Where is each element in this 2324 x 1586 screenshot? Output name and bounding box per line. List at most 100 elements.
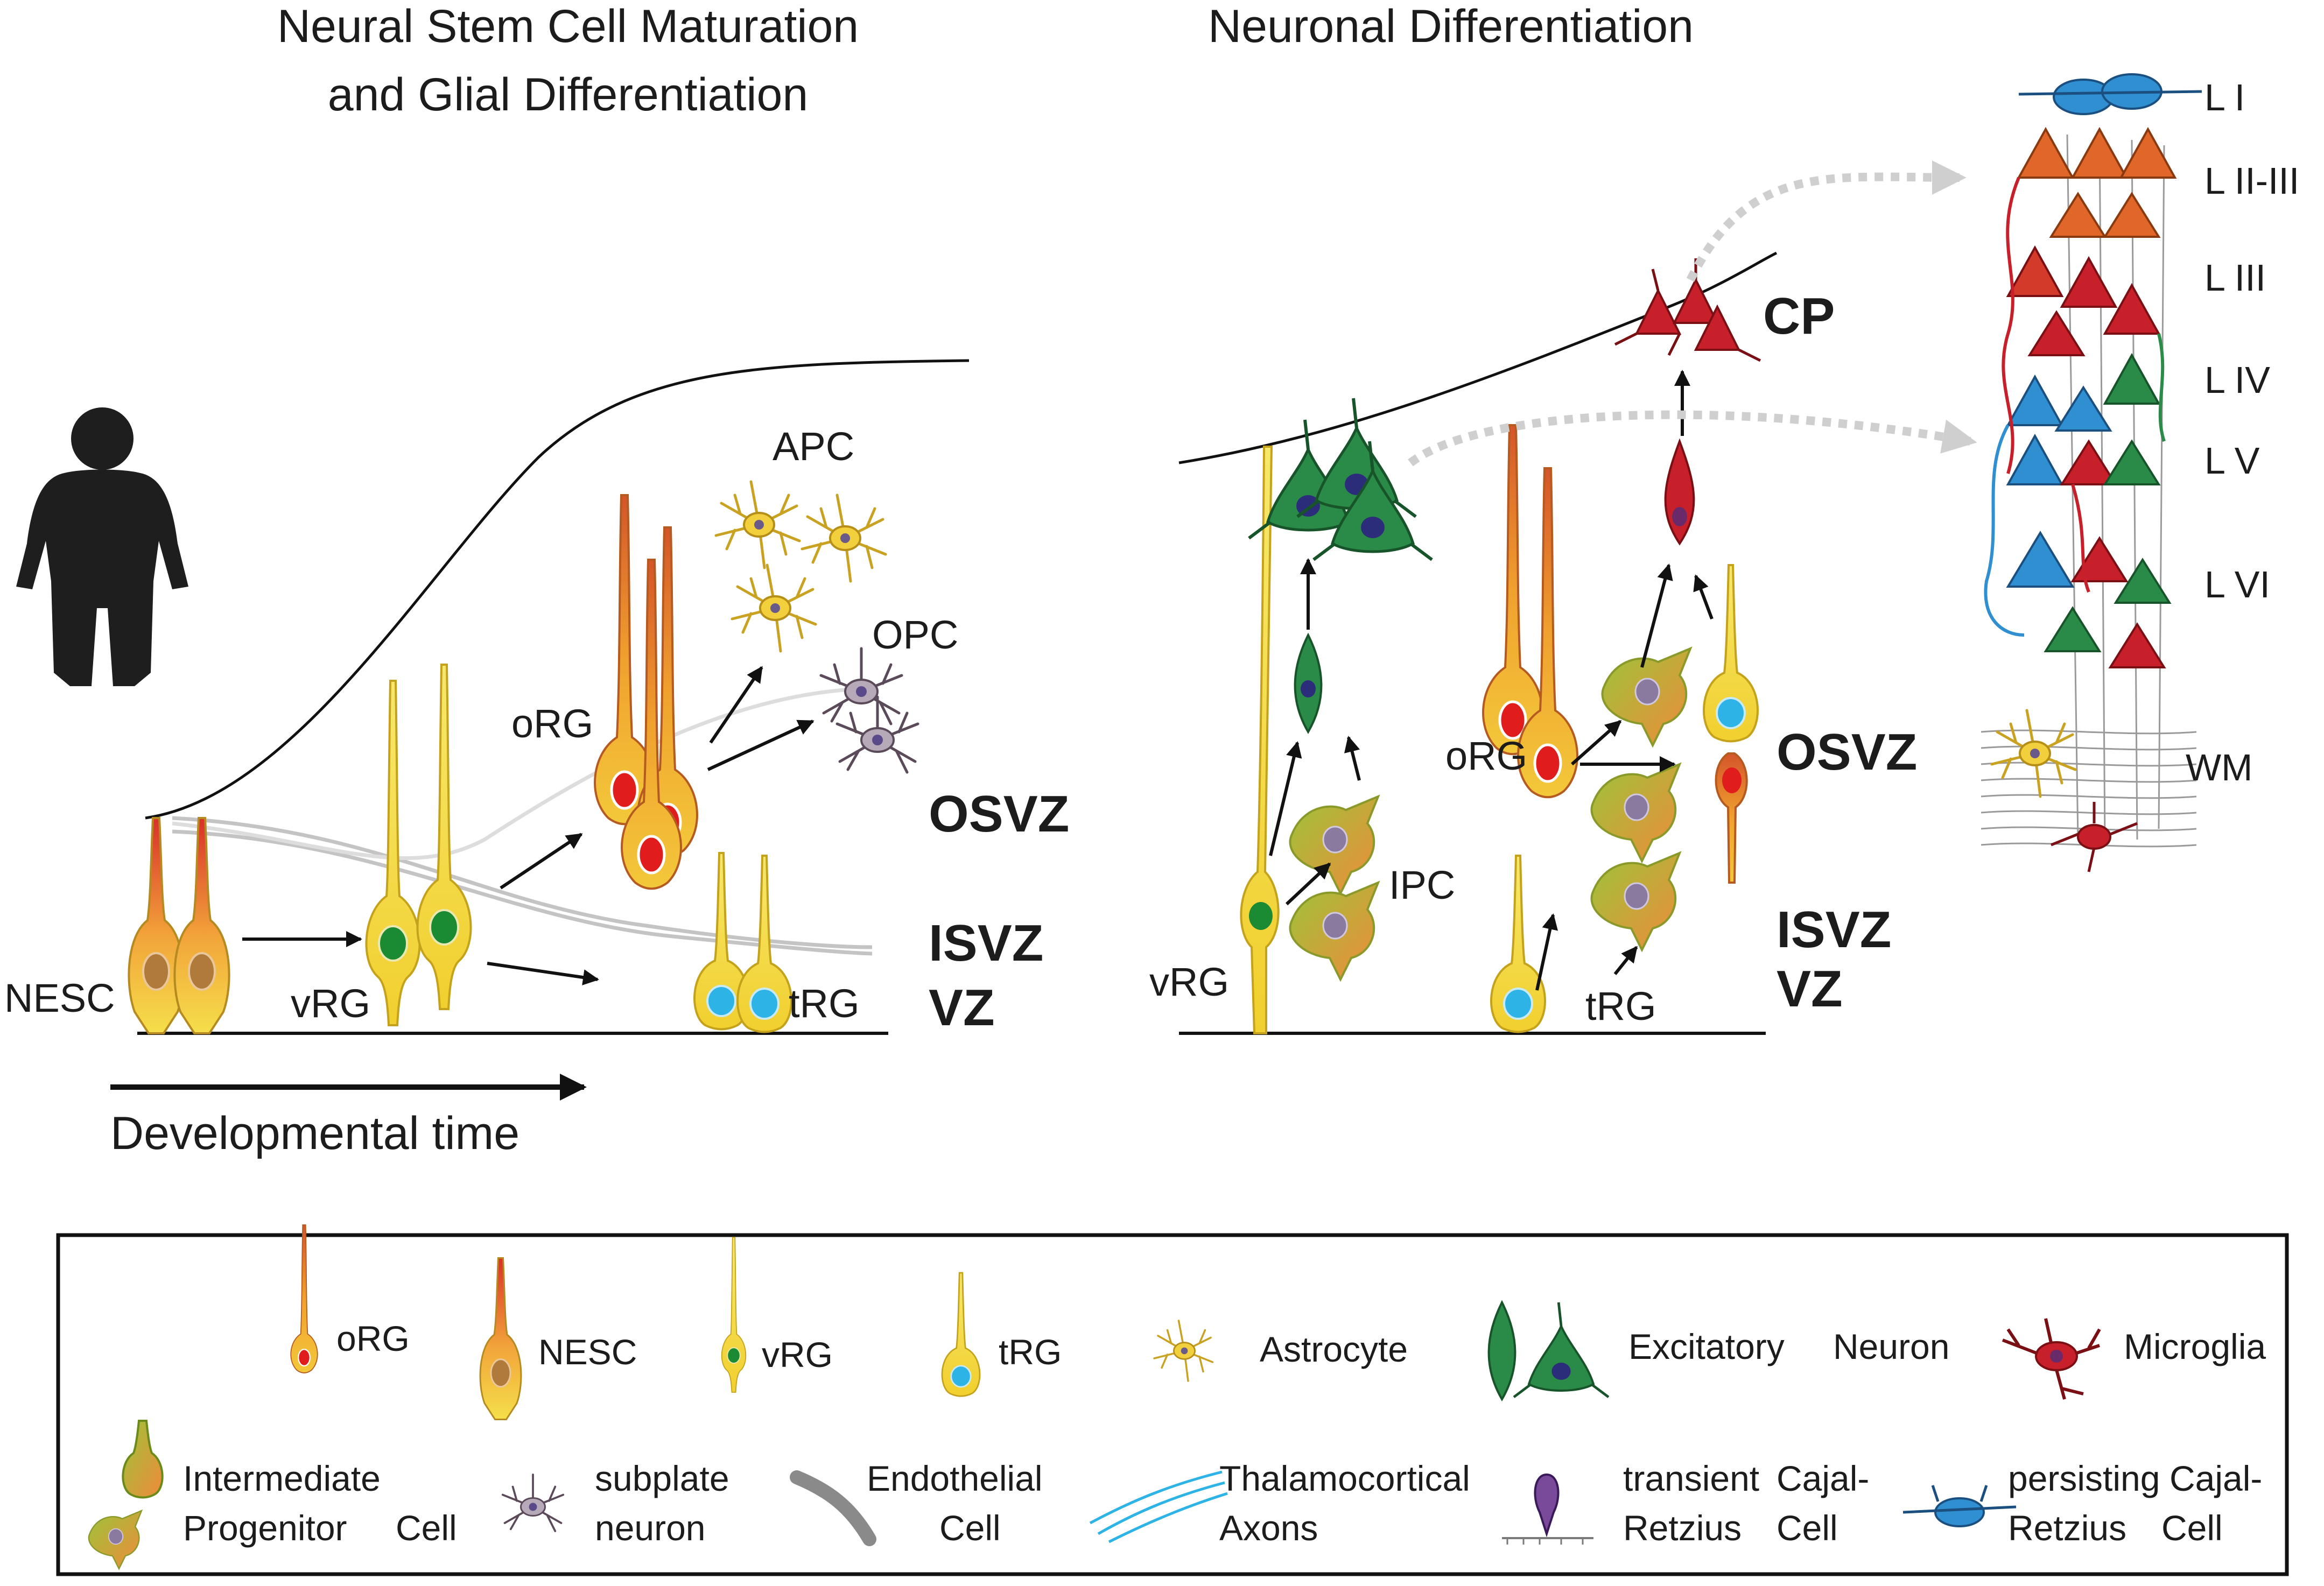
opc-icon xyxy=(837,697,918,772)
legend-trg-label: tRG xyxy=(999,1332,1062,1372)
label-ipc: IPC xyxy=(1389,863,1455,907)
legend-transient-label-2: Cajal- xyxy=(1777,1458,1869,1498)
human-silhouette-icon xyxy=(16,407,188,686)
label-opc: OPC xyxy=(872,612,958,657)
layer-i-neurons xyxy=(2018,73,2202,115)
legend-thalamocortical-label-1: Thalamocortical xyxy=(1219,1458,1470,1498)
legend-thalamocortical-icon xyxy=(1089,1470,1228,1543)
legend-transient-cr-icon xyxy=(1502,1473,1593,1545)
zone-isvz-right: ISVZ xyxy=(1777,901,1891,958)
org-like-cell xyxy=(1715,752,1748,884)
legend-persisting-label-3: Retzius xyxy=(2008,1508,2126,1548)
legend-transient-label-3: Retzius xyxy=(1623,1508,1742,1548)
label-apc: APC xyxy=(773,424,854,469)
astrocyte-icon xyxy=(716,482,799,568)
legend-persisting-label-4: Cell xyxy=(2161,1508,2223,1548)
ipc-cell xyxy=(1601,647,1691,746)
left-title-line1: Neural Stem Cell Maturation xyxy=(277,1,859,52)
pial-surface xyxy=(145,359,970,820)
legend-endothelial-label-1: Endothelial xyxy=(867,1458,1043,1498)
legend-thalamocortical-label-2: Axons xyxy=(1219,1508,1318,1548)
label-trg-left: tRG xyxy=(789,981,860,1026)
migrating-neuron-green xyxy=(1294,632,1323,734)
zone-osvz-left: OSVZ xyxy=(929,785,1069,843)
trg-cell-right xyxy=(1490,855,1546,1033)
layer-label: L I xyxy=(2204,76,2245,118)
label-org-left: oRG xyxy=(511,701,593,746)
label-org-right: oRG xyxy=(1445,734,1527,778)
nesc-cell xyxy=(128,817,185,1034)
legend-microglia-icon xyxy=(2002,1318,2101,1400)
migrating-neuron-red xyxy=(1664,438,1695,546)
lineage-arrows-left xyxy=(242,666,815,985)
zone-cp: CP xyxy=(1763,287,1835,345)
layer-label: L IV xyxy=(2204,359,2270,401)
legend-subplate-label-1: subplate xyxy=(595,1458,729,1498)
legend-excitatory-label-1: Excitatory xyxy=(1628,1327,1785,1366)
vrg-cell xyxy=(416,664,472,1010)
astrocyte-icon xyxy=(802,495,886,581)
legend-persisting-cr-icon xyxy=(1902,1485,2017,1527)
nesc-cell xyxy=(173,817,230,1034)
vrg-cell-right xyxy=(1240,446,1280,1034)
layer-dendrites xyxy=(1984,177,2166,637)
ipc-cell xyxy=(1289,882,1379,981)
legend-subplate-label-2: neuron xyxy=(595,1508,706,1548)
layer-vi-neurons xyxy=(2006,531,2172,668)
legend-excitatory-icon xyxy=(1487,1300,1609,1401)
layer-v-neurons xyxy=(2006,433,2161,485)
legend-endothelial-label-2: Cell xyxy=(939,1508,1001,1548)
layer-label: L III xyxy=(2204,257,2266,299)
legend-ipc-icon xyxy=(88,1420,164,1570)
cortical-layers-column: L I L II-III L III L IV L V L VI WM xyxy=(1981,73,2299,872)
legend-excitatory-label-2: Neuron xyxy=(1833,1327,1949,1366)
layer-label: WM xyxy=(2186,746,2252,788)
zone-vz-right: VZ xyxy=(1777,960,1843,1018)
label-nesc: NESC xyxy=(4,976,115,1020)
layer-iii-neurons xyxy=(2006,245,2161,356)
pial-surface-right xyxy=(1178,251,1778,464)
legend-astrocyte-label: Astrocyte xyxy=(1260,1329,1408,1369)
layer-label: L V xyxy=(2204,440,2260,482)
legend-ipc-label-2: Progenitor xyxy=(183,1508,347,1548)
right-title: Neuronal Differentiation xyxy=(1208,1,1694,52)
legend-ipc-label-3: Cell xyxy=(396,1508,457,1548)
migration-dotted-arrows xyxy=(1408,160,1977,467)
legend-transient-label-1: transient xyxy=(1623,1458,1759,1498)
left-panel: NESC vRG oRG tRG APC OPC OSVZ xyxy=(4,359,1069,1159)
legend: oRG NESC vRG tRG Astrocyte Excitatory Ne… xyxy=(56,1224,2289,1576)
legend-endothelial-icon xyxy=(790,1470,876,1546)
label-trg-right: tRG xyxy=(1585,984,1656,1028)
opc-icon xyxy=(821,649,902,724)
legend-ipc-label-1: Intermediate xyxy=(183,1458,381,1498)
ipc-cell xyxy=(1289,795,1379,894)
lineage-arrows-right xyxy=(1269,370,1714,991)
zone-vz-left: VZ xyxy=(929,979,995,1037)
right-panel: vRG IPC oRG tRG xyxy=(1149,160,1977,1035)
excitatory-neuron-red-cluster xyxy=(1614,258,1761,362)
wm-astrocyte-icon xyxy=(1992,710,2075,796)
legend-persisting-label-1: persisting xyxy=(2008,1458,2160,1498)
zone-osvz-right: OSVZ xyxy=(1777,723,1917,781)
legend-transient-label-4: Cell xyxy=(1777,1508,1838,1548)
legend-vrg-label: vRG xyxy=(762,1335,833,1374)
label-vrg-right: vRG xyxy=(1149,960,1229,1004)
layer-iv-neurons xyxy=(2006,353,2161,432)
wm-microglia xyxy=(2051,802,2138,872)
legend-microglia-label: Microglia xyxy=(2124,1327,2266,1366)
ipc-cell xyxy=(1590,852,1681,951)
org-like-cell xyxy=(1703,564,1759,743)
legend-org-label: oRG xyxy=(336,1319,410,1358)
zone-boundary-lines xyxy=(172,687,873,956)
legend-nesc-label: NESC xyxy=(538,1332,637,1372)
layer-ii-iii-neurons xyxy=(2017,126,2177,238)
legend-box xyxy=(56,1233,2289,1576)
label-vrg-left: vRG xyxy=(291,981,370,1026)
legend-persisting-label-2: Cajal- xyxy=(2169,1458,2262,1498)
time-axis-label: Developmental time xyxy=(110,1108,519,1159)
ipc-cell xyxy=(1590,763,1681,862)
layer-label: L II-III xyxy=(2204,160,2299,202)
astrocyte-icon xyxy=(732,565,816,651)
zone-isvz-left: ISVZ xyxy=(929,914,1043,972)
